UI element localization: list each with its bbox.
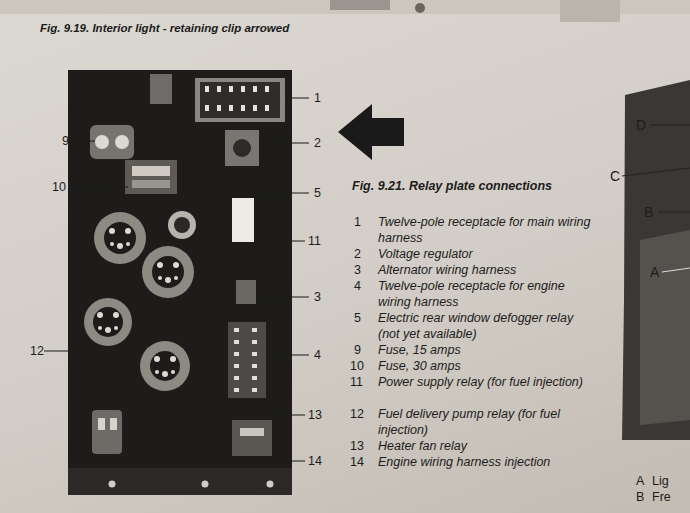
key-text: Heater fan relay [378,438,593,454]
key-number: 14 [350,454,364,470]
callout-number: 9 [62,133,69,149]
part-letter: D [636,117,646,133]
key-number: 12 [350,406,364,422]
figure-caption: Fig. 9.19. Interior light - retaining cl… [40,20,289,36]
key-number: 11 [350,374,363,390]
callout-number: 5 [314,185,321,201]
figure-caption: Fig. 9.21. Relay plate connections [352,178,552,194]
part-letter: B [644,204,653,220]
callout-number: 2 [314,135,321,151]
callout-number: 3 [314,289,321,305]
key-letter: A [636,473,644,489]
key-text: Power supply relay (for fuel injection) [378,374,593,390]
callout-number: 11 [308,233,321,249]
key-text: Alternator wiring harness [378,262,593,278]
key-number: 1 [354,214,361,230]
key-number: 3 [354,262,361,278]
key-number: 13 [350,438,364,454]
callout-number: 10 [52,179,66,195]
key-letter: B [636,489,644,505]
key-text: Fre [652,489,671,505]
part-letter: A [650,264,659,280]
key-number: 4 [354,278,361,294]
key-text: Lig [652,473,669,489]
key-text: Fuse, 15 amps [378,342,593,358]
callout-number: 4 [314,347,321,363]
key-number: 9 [354,342,361,358]
key-text: Engine wiring harness injection [378,454,593,470]
key-number: 5 [354,310,361,326]
callout-number: 14 [308,453,322,469]
key-text: Electric rear window defogger relay (not… [378,310,593,342]
callout-number: 12 [30,343,44,359]
part-letter: C [610,168,620,184]
key-text: Voltage regulator [378,246,593,262]
key-text: Twelve-pole receptacle for engine wiring… [378,278,593,310]
key-text: Fuel delivery pump relay (for fuel injec… [378,406,593,438]
callout-number: 1 [314,90,321,106]
key-text: Twelve-pole receptacle for main wiring h… [378,214,593,246]
callout-number: 13 [308,407,322,423]
key-number: 10 [350,358,364,374]
key-text: Fuse, 30 amps [378,358,593,374]
key-number: 2 [354,246,361,262]
